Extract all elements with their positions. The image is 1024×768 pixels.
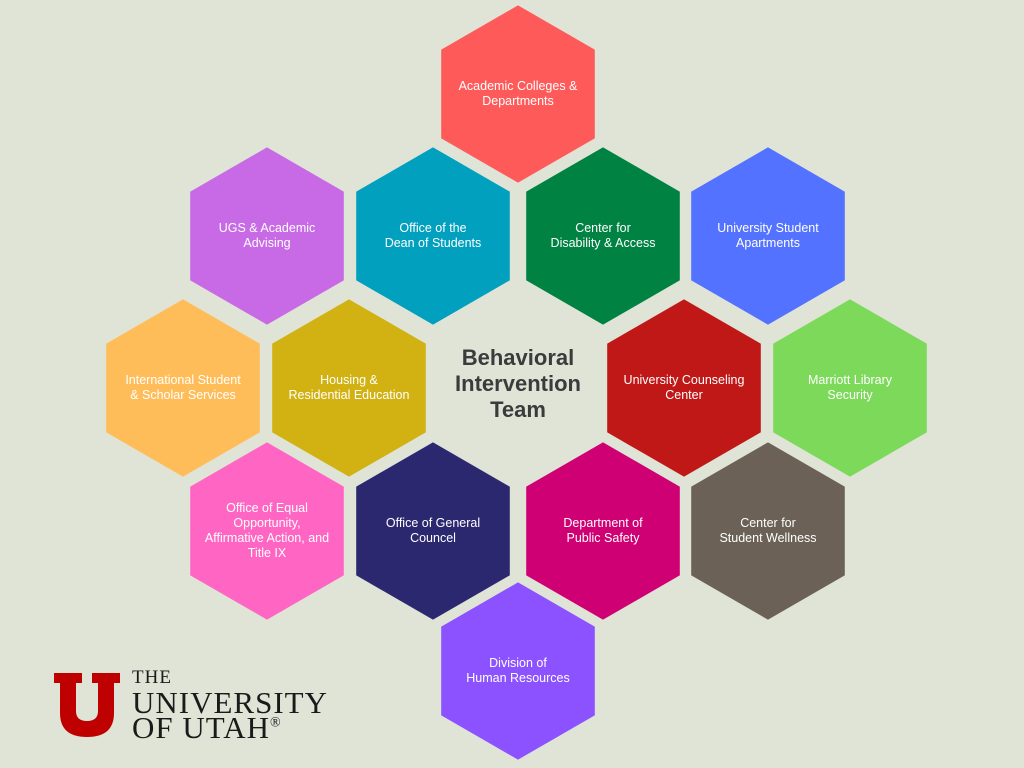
hexagon-public-safety: [522, 437, 684, 625]
center-title: Behavioral Intervention Team: [455, 345, 581, 422]
university-logo: THE UNIVERSITY OF UTAH®: [52, 665, 327, 746]
block-u-logo-icon: [54, 673, 120, 737]
hexagon-marriott-library: [769, 294, 931, 482]
logo-line-the: THE: [132, 667, 172, 688]
hexagon-disability-access: [522, 142, 684, 330]
registered-mark: ®: [270, 715, 282, 731]
logo-line-of-utah: OF UTAH®: [132, 710, 282, 746]
hexagon-human-resources: [437, 577, 599, 765]
hexagon-international-student: [102, 294, 264, 482]
hexagon-student-wellness: [687, 437, 849, 625]
hexagon-dean-of-students: [352, 142, 514, 330]
logo-line-of-utah-text: OF UTAH: [132, 710, 270, 745]
hexagon-general-council: [352, 437, 514, 625]
hexagon-equal-opportunity: [186, 437, 348, 625]
hexagon-housing-residential: [268, 294, 430, 482]
hexagon-academic-colleges: [437, 0, 599, 188]
hexagon-ugs-advising: [186, 142, 348, 330]
hexagon-counseling-center: [603, 294, 765, 482]
hexagon-student-apartments: [687, 142, 849, 330]
logo-line-university: UNIVERSITY: [132, 685, 328, 720]
